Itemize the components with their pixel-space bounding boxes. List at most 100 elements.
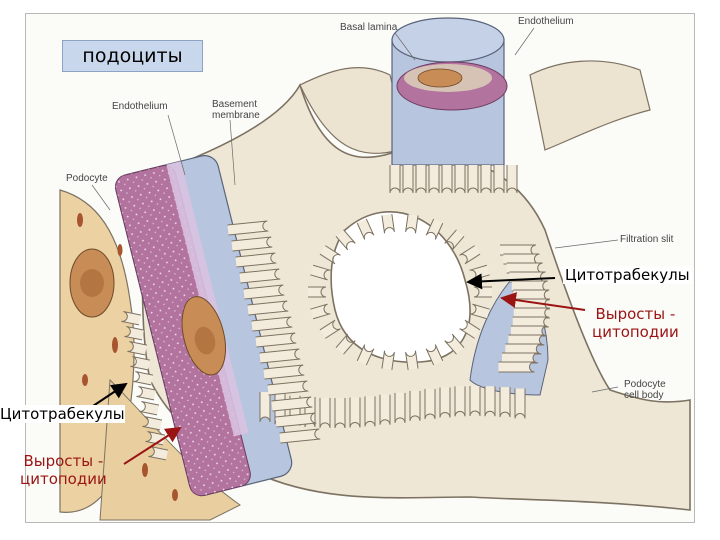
- arrow-processes-left: [123, 426, 182, 465]
- foot-process: [235, 252, 277, 268]
- foot-process: [247, 300, 289, 316]
- foot-process: [459, 245, 481, 265]
- annotation-processes-right-line1: Выросты -: [595, 305, 676, 323]
- foot-process: [349, 397, 361, 428]
- label-basal-lamina: Basal lamina: [340, 22, 398, 33]
- foot-process: [279, 428, 321, 444]
- foot-process: [511, 280, 548, 292]
- foot-process: [454, 165, 466, 194]
- foot-process: [259, 348, 301, 364]
- label-basement-membrane: Basement membrane: [212, 99, 260, 121]
- label-cell-body-line2: cell body: [624, 390, 664, 401]
- foot-process: [310, 303, 331, 320]
- foot-process: [267, 380, 309, 396]
- foot-process: [459, 319, 481, 339]
- foot-process: [259, 392, 271, 423]
- foot-process: [441, 165, 453, 194]
- foot-process: [308, 286, 327, 298]
- foot-process: [275, 412, 317, 428]
- foot-process: [310, 264, 331, 281]
- foot-process: [506, 165, 518, 194]
- foot-process: [512, 316, 549, 328]
- foot-process: [480, 165, 492, 194]
- label-basement-line1: Basement: [212, 99, 258, 110]
- foot-process: [409, 390, 421, 421]
- annotation-processes-left-line2: цитоподии: [20, 470, 107, 488]
- arrow-processes-right: [500, 292, 586, 311]
- foot-process: [136, 386, 157, 401]
- foot-process: [379, 394, 391, 425]
- annotation-processes-right: Выросты - цитоподии: [592, 305, 679, 341]
- foot-process: [510, 325, 547, 337]
- foot-process: [469, 386, 481, 417]
- top-capillary-rim: [391, 17, 505, 63]
- foot-process: [381, 350, 395, 370]
- label-cell-body-line1: Podocyte: [624, 379, 666, 390]
- foot-process: [239, 268, 281, 284]
- title-badge: подоциты: [62, 40, 203, 72]
- foot-process: [251, 316, 293, 332]
- foot-process: [231, 236, 273, 252]
- foot-process: [501, 352, 539, 364]
- annotation-processes-right-line2: цитоподии: [592, 323, 679, 341]
- foot-process: [255, 332, 297, 348]
- foot-process: [454, 386, 466, 417]
- foot-process: [133, 371, 154, 386]
- foot-process: [467, 165, 479, 194]
- label-podocyte: Podocyte: [66, 173, 108, 184]
- label-basement-line2: membrane: [212, 110, 260, 121]
- foot-processes: [121, 165, 551, 461]
- foot-process: [428, 165, 440, 194]
- foot-process: [425, 218, 444, 240]
- top-nucleus: [417, 68, 463, 88]
- arrow-trabeculae-right: [466, 273, 556, 290]
- foot-process: [444, 229, 465, 251]
- reference-pointers: [91, 27, 619, 393]
- foot-process: [243, 284, 285, 300]
- foot-process: [127, 341, 148, 356]
- foot-process: [356, 218, 375, 240]
- foot-process: [335, 333, 356, 355]
- foot-process: [124, 326, 145, 341]
- foot-process: [335, 229, 356, 251]
- foot-process: [508, 334, 545, 346]
- foot-process: [319, 319, 341, 339]
- foot-process: [364, 396, 376, 427]
- left-tissue-granules: [77, 213, 178, 501]
- arrow-trabeculae-left: [89, 382, 128, 409]
- label-podocyte-cell-body: Podocyte cell body: [624, 379, 666, 401]
- foot-process: [514, 388, 526, 419]
- annotation-processes-left-line1: Выросты -: [23, 452, 104, 470]
- label-endothelium-left: Endothelium: [112, 101, 168, 112]
- foot-process: [424, 388, 436, 420]
- foot-process: [425, 344, 444, 366]
- foot-process: [142, 416, 163, 431]
- foot-process: [121, 311, 142, 326]
- foot-process: [498, 361, 535, 373]
- foot-process: [439, 387, 451, 418]
- foot-process: [469, 303, 490, 320]
- foot-process: [405, 214, 419, 234]
- foot-process: [139, 401, 160, 416]
- foot-process: [356, 344, 375, 366]
- foot-process: [271, 396, 313, 412]
- foot-process: [402, 165, 414, 194]
- foot-process: [415, 165, 427, 194]
- label-endothelium-top: Endothelium: [518, 16, 574, 27]
- foot-process: [484, 386, 496, 417]
- left-capillary: [114, 155, 293, 497]
- foot-process: [394, 392, 406, 423]
- foot-process: [513, 289, 550, 301]
- top-right-extension: [529, 60, 651, 151]
- foot-process: [381, 214, 395, 234]
- foot-process: [513, 307, 550, 319]
- label-filtration-slit: Filtration slit: [620, 234, 674, 245]
- foot-process: [334, 397, 346, 429]
- foot-process: [499, 387, 511, 418]
- annotation-processes-left: Выросты - цитоподии: [20, 452, 107, 488]
- annotation-trabeculae-left: Цитотрабекулы: [0, 405, 125, 423]
- foot-process: [130, 356, 151, 371]
- foot-process: [263, 364, 305, 380]
- annotation-trabeculae-right: Цитотрабекулы: [563, 266, 692, 284]
